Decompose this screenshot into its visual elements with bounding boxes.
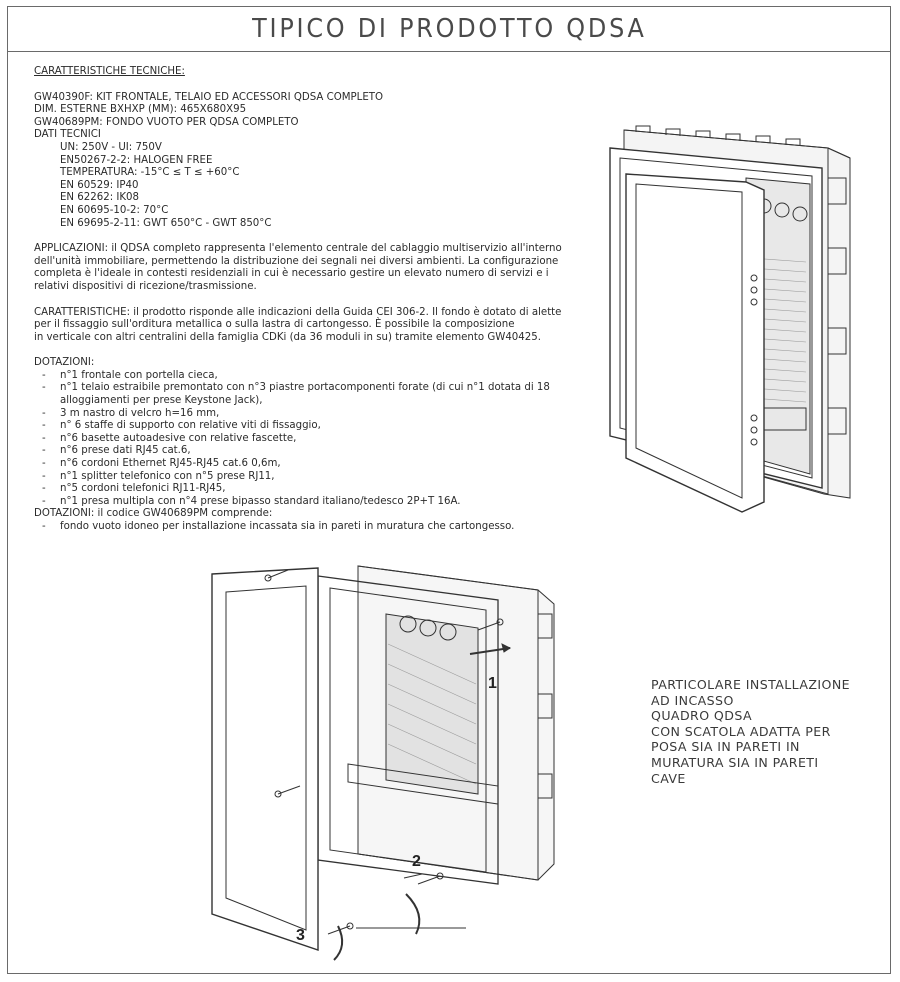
installation-drawing: 1 2 3 (211, 565, 555, 961)
caratteristiche-line: in verticale con altri centralini della … (34, 331, 541, 343)
tech-line: EN 62262: IK08 (60, 192, 140, 204)
list-item: -n°5 cordoni telefonici RJ11-RJ45, (42, 483, 226, 495)
note-line: MURATURA SIA IN PARETI (651, 754, 819, 770)
specifications-text: CARATTERISTICHE TECNICHE: GW40390F: KIT … (34, 66, 594, 534)
caratteristiche-line: per il fissaggio sull'orditura metallica… (34, 319, 515, 331)
list-item: -n°6 cordoni Ethernet RJ45-RJ45 cat.6 0,… (42, 458, 281, 470)
page-title: TIPICO DI PRODOTTO QDSA (251, 13, 647, 44)
list-item: -fondo vuoto idoneo per installazione in… (42, 521, 515, 532)
product-illustration (609, 125, 851, 513)
list-item: -n° 6 staffe di supporto con relative vi… (42, 420, 321, 432)
note-line: POSA SIA IN PARETI IN (651, 739, 800, 755)
installation-note: PARTICOLARE INSTALLAZIONE AD INCASSO QUA… (651, 677, 861, 786)
tech-line: EN 60529: IP40 (60, 179, 139, 191)
specs-heading: CARATTERISTICHE TECNICHE: (34, 66, 185, 77)
spec-line: GW40689PM: FONDO VUOTO PER QDSA COMPLETO (34, 116, 299, 128)
dotazioni-heading: DOTAZIONI: (34, 357, 95, 369)
applicazioni-line: completa è l'ideale in contesti residenz… (34, 268, 549, 280)
list-item: -n°1 splitter telefonico con n°5 prese R… (42, 470, 275, 482)
applicazioni-line: dell'unità immobiliare, permettendo la d… (34, 255, 559, 267)
tech-line: EN 60695-10-2: 70°C (60, 204, 169, 216)
list-item: -n°1 telaio estraibile premontato con n°… (42, 382, 550, 407)
applicazioni-line: APPLICAZIONI: il QDSA completo rappresen… (34, 243, 562, 255)
caratteristiche-line: CARATTERISTICHE: il prodotto risponde al… (34, 306, 562, 318)
note-line: CON SCATOLA ADATTA PER (651, 723, 831, 739)
list-item: -n°6 prese dati RJ45 cat.6, (42, 445, 191, 457)
list-item: -n°1 frontale con portella cieca, (42, 369, 218, 381)
tech-line: EN50267-2-2: HALOGEN FREE (60, 154, 213, 166)
tech-line: UN: 250V - UI: 750V (60, 141, 162, 153)
list-item: -3 m nastro di velcro h=16 mm, (42, 407, 220, 419)
tech-line: EN 69695-2-11: GWT 650°C - GWT 850°C (60, 217, 272, 229)
spec-line: DATI TECNICI (34, 129, 101, 141)
callout-1: 1 (488, 675, 497, 692)
list-item: -n°6 basette autoadesive con relative fa… (42, 432, 297, 444)
drawing-frame (7, 6, 891, 974)
title-band: TIPICO DI PRODOTTO QDSA (7, 6, 891, 52)
dotazioni2-heading: DOTAZIONI: il codice GW40689PM comprende… (34, 508, 273, 520)
note-line: AD INCASSO (651, 692, 734, 708)
note-line: PARTICOLARE INSTALLAZIONE (651, 677, 851, 692)
note-line: QUADRO QDSA (651, 708, 752, 724)
note-line: CAVE (651, 770, 686, 786)
tech-line: TEMPERATURA: -15°C ≤ T ≤ +60°C (60, 167, 240, 179)
spec-line: DIM. ESTERNE BXHXP (MM): 465X680X95 (34, 104, 247, 116)
applicazioni-line: relativi dispositivi di ricezione/trasmi… (34, 280, 257, 292)
spec-line: GW40390F: KIT FRONTALE, TELAIO ED ACCESS… (34, 91, 384, 103)
callout-2: 2 (412, 853, 421, 870)
callout-3: 3 (296, 927, 305, 944)
list-item: -n°1 presa multipla con n°4 prese bipass… (42, 495, 461, 507)
